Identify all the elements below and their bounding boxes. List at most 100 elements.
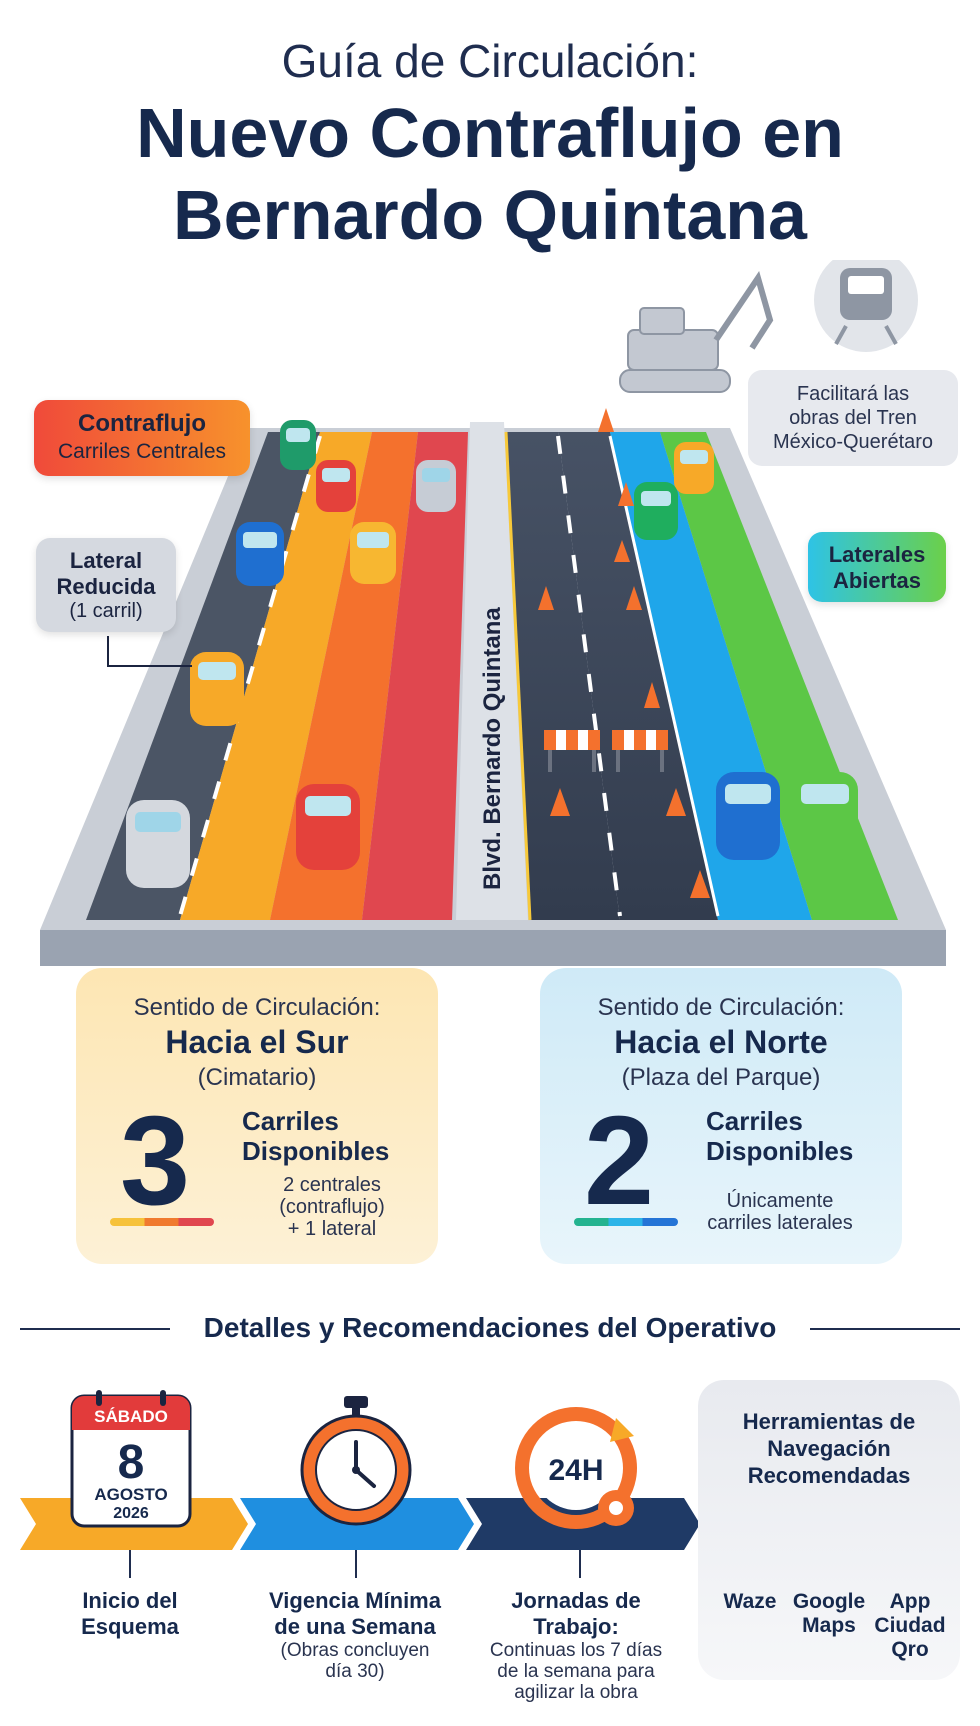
calendar-month: AGOSTO (94, 1485, 167, 1504)
nav-app-google-maps: Google Maps (788, 1590, 870, 1638)
nav-app-gmaps-line2: Maps (802, 1614, 856, 1637)
step-vigencia: Vigencia Mínima de una Semana (Obras con… (250, 1588, 460, 1682)
step2-line2: de una Semana (274, 1614, 436, 1639)
south-lane-count: 3 (120, 1090, 191, 1231)
north-detail-1: Únicamente (726, 1190, 834, 1212)
navigation-title-1: Herramientas de (742, 1409, 916, 1434)
label-tren-line3: México-Querétaro (772, 431, 934, 453)
north-heading: Sentido de Circulación: (597, 994, 845, 1021)
step-inicio: Inicio del Esquema (60, 1588, 200, 1640)
calendar-day: 8 (118, 1436, 145, 1489)
lane-markings (178, 435, 622, 917)
north-lanes-label: Carriles Disponibles (706, 1106, 853, 1166)
north-lanes-label-2: Disponibles (706, 1136, 854, 1166)
label-laterales-abiertas: Laterales Abiertas (808, 532, 946, 602)
lane-red (362, 432, 468, 920)
traffic-cone-icon (690, 870, 710, 898)
page-title: Nuevo Contraflujo en Bernardo Quintana (0, 92, 980, 256)
car-icon (674, 442, 714, 494)
barrier-icon (612, 730, 668, 772)
nav-app-gmaps-line1: Google (792, 1590, 866, 1613)
car-icon (634, 482, 678, 540)
section-rule-right (810, 1328, 960, 1330)
step1-line2: Esquema (81, 1614, 179, 1639)
calendar-weekday: SÁBADO (94, 1407, 168, 1426)
car-icon (716, 772, 780, 860)
traffic-cone-icon (598, 408, 614, 432)
label-contraflujo: Contraflujo Carriles Centrales (34, 400, 250, 476)
north-detail-2: carriles laterales (707, 1212, 853, 1234)
section-title: Detalles y Recomendaciones del Operativo (203, 1312, 777, 1343)
step3-detail3: agilizar la obra (514, 1682, 638, 1703)
north-place: (Plaza del Parque) (621, 1064, 821, 1091)
south-lanes-detail: 2 centrales (contraflujo) + 1 lateral (242, 1174, 422, 1240)
lane-yellow (180, 432, 372, 920)
label-tren: Facilitará las obras del Tren México-Que… (748, 370, 958, 466)
navigation-tools: Herramientas de Navegación Recomendadas … (698, 1380, 960, 1680)
traffic-cone-icon (538, 586, 554, 610)
label-lateral-line2: Reducida (56, 574, 156, 599)
yellow-edge-line (504, 431, 532, 921)
car-icon (126, 800, 190, 888)
south-lanes-label-2: Disponibles (242, 1136, 390, 1166)
nav-app-ciudad-qro: App Ciudad Qro (870, 1590, 950, 1662)
step3-line1: Jornadas de (511, 1588, 641, 1613)
south-detail-2: (contraflujo) (279, 1196, 385, 1218)
stopwatch-icon (300, 1396, 412, 1526)
label-laterales-line1: Laterales (828, 542, 926, 567)
north-lanes-detail: Únicamente carriles laterales (690, 1190, 870, 1234)
nav-app-qro-line1: App (889, 1590, 931, 1613)
road-illustration: Blvd. Bernardo Quintana (40, 260, 946, 966)
car-icon (296, 784, 360, 870)
navigation-title: Herramientas de Navegación Recomendadas (698, 1408, 960, 1489)
calendar-icon: SÁBADO 8 AGOSTO 2026 (70, 1390, 192, 1528)
label-lateral-line1: Lateral (69, 548, 143, 573)
label-tren-line2: obras del Tren (789, 407, 917, 429)
label-lateral-line3: (1 carril) (69, 600, 143, 622)
title-subtitle: Guía de Circulación: (281, 35, 699, 87)
calendar-year: 2026 (113, 1505, 149, 1522)
car-icon (190, 652, 244, 726)
label-laterales-line2: Abiertas (832, 568, 922, 593)
traffic-cone-icon (626, 586, 642, 610)
road-center-label: Blvd. Bernardo Quintana (479, 607, 506, 890)
timeline-graphic: SÁBADO 8 AGOSTO 2026 24H (20, 1390, 700, 1578)
nav-app-qro-line2: Ciudad (874, 1614, 946, 1637)
car-icon (350, 522, 396, 584)
traffic-cones (538, 408, 710, 898)
nav-app-qro-line3: Qro (891, 1638, 929, 1661)
south-lanes-label-1: Carriles (242, 1106, 339, 1136)
car-icon (280, 420, 316, 470)
navigation-title-2: Navegación (767, 1436, 891, 1461)
traffic-cone-icon (644, 682, 660, 708)
north-lane-count: 2 (584, 1090, 655, 1231)
north-color-bar (574, 1218, 678, 1226)
car-icon (236, 522, 284, 586)
label-contraflujo-subtitle: Carriles Centrales (57, 440, 227, 463)
step3-detail2: de la semana para (497, 1661, 655, 1682)
gear-icon (598, 1490, 634, 1526)
section-rule-left (20, 1328, 170, 1330)
step2-detail1: (Obras concluyen (280, 1640, 430, 1661)
south-direction: Hacia el Sur (165, 1024, 349, 1060)
step-jornadas: Jornadas de Trabajo: Continuas los 7 día… (466, 1588, 686, 1703)
north-direction: Hacia el Norte (614, 1024, 828, 1060)
lane-line (608, 435, 720, 917)
traffic-cone-icon (614, 540, 630, 562)
train-icon (814, 260, 918, 352)
nav-app-waze-line1: Waze (723, 1590, 777, 1613)
navigation-title-3: Recomendadas (747, 1463, 911, 1488)
traffic-cone-icon (666, 788, 686, 816)
step3-line2: Trabajo: (533, 1614, 619, 1639)
clock-24h-icon: 24H (515, 1407, 637, 1529)
card-north: Sentido de Circulación: Hacia el Norte (… (540, 968, 902, 1264)
title-line-1: Nuevo Contraflujo en (136, 94, 844, 172)
card-south: Sentido de Circulación: Hacia el Sur (Ci… (76, 968, 438, 1264)
excavator-icon (619, 270, 774, 393)
south-lanes-label: Carriles Disponibles (242, 1106, 389, 1166)
badge-24h: 24H (548, 1454, 603, 1487)
car-icon (316, 460, 356, 512)
label-lateral-reducida: Lateral Reducida (1 carril) (36, 538, 176, 632)
traffic-cone-icon (618, 482, 634, 506)
step2-detail2: día 30) (325, 1661, 385, 1682)
